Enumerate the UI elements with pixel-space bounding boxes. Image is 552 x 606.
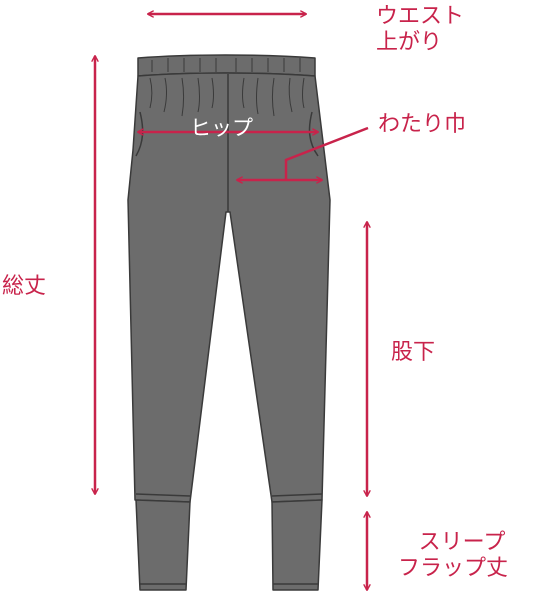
sleeve-flap-label-line1: スリープ <box>418 530 506 555</box>
measurement-arrows <box>95 14 368 590</box>
sleeve-flap-label-line2: フラップ丈 <box>398 555 509 581</box>
thigh-leader-line <box>284 126 369 180</box>
total-length-label: 総丈 <box>2 274 47 299</box>
hem-line-left <box>135 493 191 497</box>
waistband-ruching <box>151 58 301 72</box>
sleeve-flap-length-label: スリープ フラップ丈 <box>398 530 508 582</box>
thigh-width-label: わたり巾 <box>378 112 467 137</box>
waist-rise-label: ウエスト 上がり <box>376 4 464 56</box>
hip-label: ヒップ <box>190 116 253 140</box>
inseam-label: 股下 <box>391 340 436 365</box>
waist-label-line1: ウエスト <box>376 4 465 29</box>
right-leg-flap <box>271 499 323 591</box>
gather-folds <box>149 77 305 117</box>
left-leg-flap <box>135 499 191 591</box>
hem-line-right <box>271 493 323 497</box>
waist-label-line2: 上がり <box>376 29 443 55</box>
